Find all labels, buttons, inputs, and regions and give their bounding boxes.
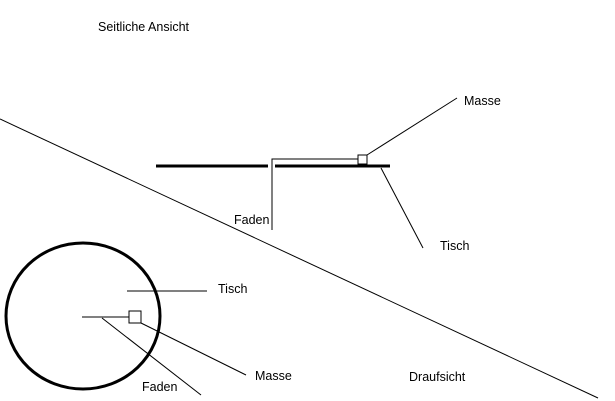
- side-table-leader: [380, 167, 424, 249]
- divider-line: [0, 118, 599, 399]
- top-table-circle: [4, 241, 162, 391]
- top-view-title: Draufsicht: [409, 370, 466, 384]
- side-mass-leader: [366, 97, 458, 156]
- top-string-label: Faden: [142, 380, 177, 394]
- side-view: Seitliche Ansicht Masse Faden Tisch: [98, 20, 501, 253]
- side-table-label: Tisch: [440, 239, 469, 253]
- side-mass-block: [357, 154, 368, 165]
- top-mass-leader: [140, 322, 247, 376]
- top-table-label: Tisch: [218, 282, 247, 296]
- side-mass-label: Masse: [464, 94, 501, 108]
- side-view-title: Seitliche Ansicht: [98, 20, 190, 34]
- side-string: [271, 158, 358, 230]
- top-string-leader: [101, 317, 202, 396]
- top-mass-label: Masse: [255, 369, 292, 383]
- side-string-label: Faden: [234, 213, 269, 227]
- top-view: Tisch Masse Faden: [4, 241, 292, 396]
- top-mass-block: [128, 310, 142, 324]
